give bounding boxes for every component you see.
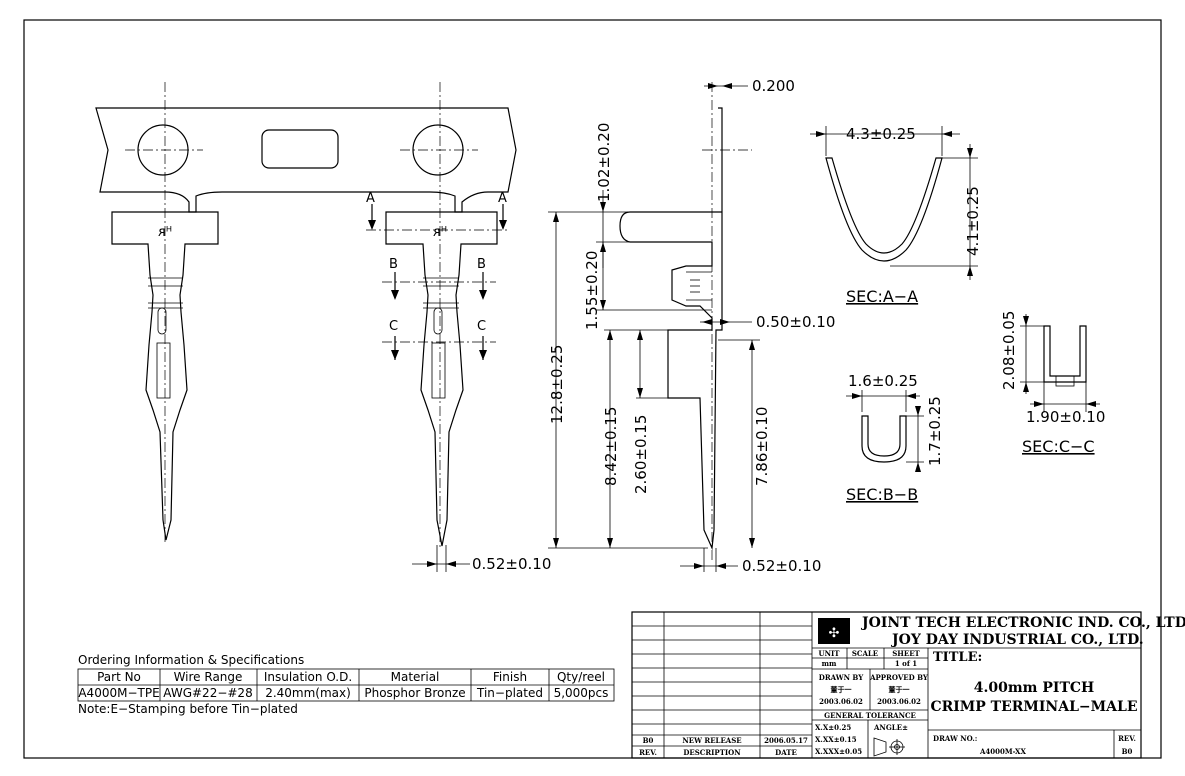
svg-text:2003.06.02: 2003.06.02 [819, 697, 863, 706]
svg-text:X.X±0.25: X.X±0.25 [815, 723, 851, 732]
dim-crimp-height: 2.60±0.15 [632, 330, 668, 494]
terminal-front-right: ᴙᴴ [385, 82, 498, 550]
marker-c-left: C [389, 319, 398, 334]
svg-text:Finish: Finish [493, 670, 527, 684]
svg-text:X.XX±0.15: X.XX±0.15 [815, 735, 857, 744]
svg-text:Wire Range: Wire Range [174, 670, 243, 684]
svg-text:B0: B0 [643, 736, 654, 745]
svg-text:0.50±0.10: 0.50±0.10 [756, 313, 835, 331]
svg-text:1.02±0.20: 1.02±0.20 [595, 123, 613, 202]
dim-ribbon-top: 1.02±0.20 [595, 123, 630, 268]
section-markers: A A B B C C [366, 191, 510, 360]
marker-c-right: C [477, 319, 486, 334]
svg-text:2003.06.02: 2003.06.02 [877, 697, 921, 706]
svg-text:DATE: DATE [775, 748, 797, 757]
dim-spring-gap: 1.55±0.20 [583, 241, 712, 330]
svg-text:1.6±0.25: 1.6±0.25 [848, 372, 918, 390]
svg-text:5,000pcs: 5,000pcs [554, 686, 609, 700]
dim-crimp-to-tip: 8.42±0.15 [602, 329, 668, 548]
svg-text:SEC:B−B: SEC:B−B [846, 485, 918, 504]
svg-text:SHEET: SHEET [892, 649, 920, 658]
marker-b-right: B [477, 257, 486, 272]
svg-text:Part No: Part No [97, 670, 141, 684]
section-c-c: 2.08±0.05 1.90±0.10 SEC:C−C [1000, 311, 1105, 456]
dim-pin-width-side: 0.52±0.10 [680, 548, 821, 575]
svg-text:✣: ✣ [829, 626, 840, 641]
svg-text:DRAWN BY: DRAWN BY [819, 673, 864, 682]
section-b-b: 1.6±0.25 1.7±0.25 SEC:B−B [846, 372, 944, 504]
svg-text:2.40mm(max): 2.40mm(max) [265, 686, 351, 700]
svg-text:DESCRIPTION: DESCRIPTION [683, 748, 741, 757]
stamp-mark-left: ᴙᴴ [158, 225, 172, 240]
svg-text:JOY DAY INDUSTRIAL CO., LTD.: JOY DAY INDUSTRIAL CO., LTD. [890, 632, 1144, 648]
carrier-slot [261, 129, 339, 169]
marker-a-left: A [366, 191, 375, 206]
svg-text:SCALE: SCALE [852, 649, 878, 658]
svg-text:Phosphor Bronze: Phosphor Bronze [364, 686, 465, 700]
svg-text:SEC:C−C: SEC:C−C [1022, 437, 1095, 456]
svg-text:REV.: REV. [1118, 734, 1136, 743]
svg-text:NEW RELEASE: NEW RELEASE [682, 736, 741, 745]
projection-symbol-icon [873, 737, 905, 757]
ordering-heading: Ordering Information & Specifications [78, 653, 304, 667]
svg-text:4.1±0.25: 4.1±0.25 [964, 186, 982, 256]
svg-text:mm: mm [822, 659, 837, 668]
marker-a-right: A [498, 191, 507, 206]
svg-text:董于一: 董于一 [831, 685, 852, 694]
svg-text:Qty/reel: Qty/reel [557, 670, 605, 684]
svg-text:2.08±0.05: 2.08±0.05 [1000, 311, 1018, 390]
svg-text:GENERAL TOLERANCE: GENERAL TOLERANCE [824, 711, 916, 720]
svg-text:1 of 1: 1 of 1 [895, 659, 917, 668]
svg-text:AWG#22−#28: AWG#22−#28 [163, 686, 252, 700]
svg-text:2.60±0.15: 2.60±0.15 [632, 415, 650, 494]
terminal-side-view [619, 82, 752, 560]
svg-text:REV.: REV. [639, 748, 657, 757]
svg-text:Tin−plated: Tin−plated [476, 686, 543, 700]
svg-text:12.8±0.25: 12.8±0.25 [548, 345, 566, 424]
svg-text:DRAW NO.:: DRAW NO.: [933, 734, 977, 743]
svg-text:7.86±0.10: 7.86±0.10 [753, 407, 771, 486]
svg-text:0.200: 0.200 [752, 77, 795, 95]
svg-text:TITLE:: TITLE: [933, 650, 982, 665]
svg-text:Insulation O.D.: Insulation O.D. [264, 670, 352, 684]
dim-pin-width-front: 0.52±0.10 [412, 545, 551, 573]
svg-text:APPROVED BY: APPROVED BY [869, 673, 929, 682]
ordering-note: Note:E−Stamping before Tin−plated [78, 702, 298, 716]
svg-text:X.XXX±0.05: X.XXX±0.05 [815, 747, 862, 756]
svg-text:2006.05.17: 2006.05.17 [764, 736, 808, 745]
svg-text:B0: B0 [1122, 747, 1133, 756]
stamp-mark-right: ᴙᴴ [433, 225, 447, 240]
company-logo [818, 618, 850, 644]
svg-text:SEC:A−A: SEC:A−A [846, 287, 918, 306]
section-a-a: 4.3±0.25 4.1±0.25 SEC:A−A [810, 125, 982, 306]
svg-text:1.7±0.25: 1.7±0.25 [926, 396, 944, 466]
dim-mid-offset: 0.50±0.10 [700, 313, 835, 331]
drawing-title-1: 4.00mm PITCH [974, 680, 1094, 696]
svg-text:A4000M−TPE: A4000M−TPE [78, 686, 159, 700]
svg-text:8.42±0.15: 8.42±0.15 [602, 407, 620, 486]
svg-text:0.52±0.10: 0.52±0.10 [742, 557, 821, 575]
dim-thickness: 0.200 [704, 77, 795, 95]
svg-text:董于一: 董于一 [889, 685, 910, 694]
drawing-number: A4000M-XX [979, 747, 1026, 756]
drawing-frame [23, 19, 1162, 759]
svg-text:Material: Material [391, 670, 440, 684]
dim-pin-length: 7.86±0.10 [718, 339, 771, 548]
svg-text:0.52±0.10: 0.52±0.10 [472, 555, 551, 573]
svg-text:ANGLE±: ANGLE± [873, 723, 908, 732]
svg-text:1.55±0.20: 1.55±0.20 [583, 251, 601, 330]
svg-text:1.90±0.10: 1.90±0.10 [1026, 408, 1105, 426]
terminal-front-left: ᴙᴴ [111, 82, 219, 545]
svg-text:UNIT: UNIT [819, 649, 841, 658]
drawing-title-2: CRIMP TERMINAL−MALE [930, 699, 1137, 715]
title-block: B0 NEW RELEASE 2006.05.17 REV. DESCRIPTI… [631, 611, 1185, 759]
carrier-strip [95, 107, 517, 213]
ordering-table: Ordering Information & Specifications Pa… [77, 653, 615, 716]
dim-overall-length: 12.8±0.25 [548, 211, 708, 549]
marker-b-left: B [389, 257, 398, 272]
svg-text:JOINT TECH ELECTRONIC IND. CO.: JOINT TECH ELECTRONIC IND. CO., LTD. [860, 615, 1185, 631]
svg-text:4.3±0.25: 4.3±0.25 [846, 125, 916, 143]
